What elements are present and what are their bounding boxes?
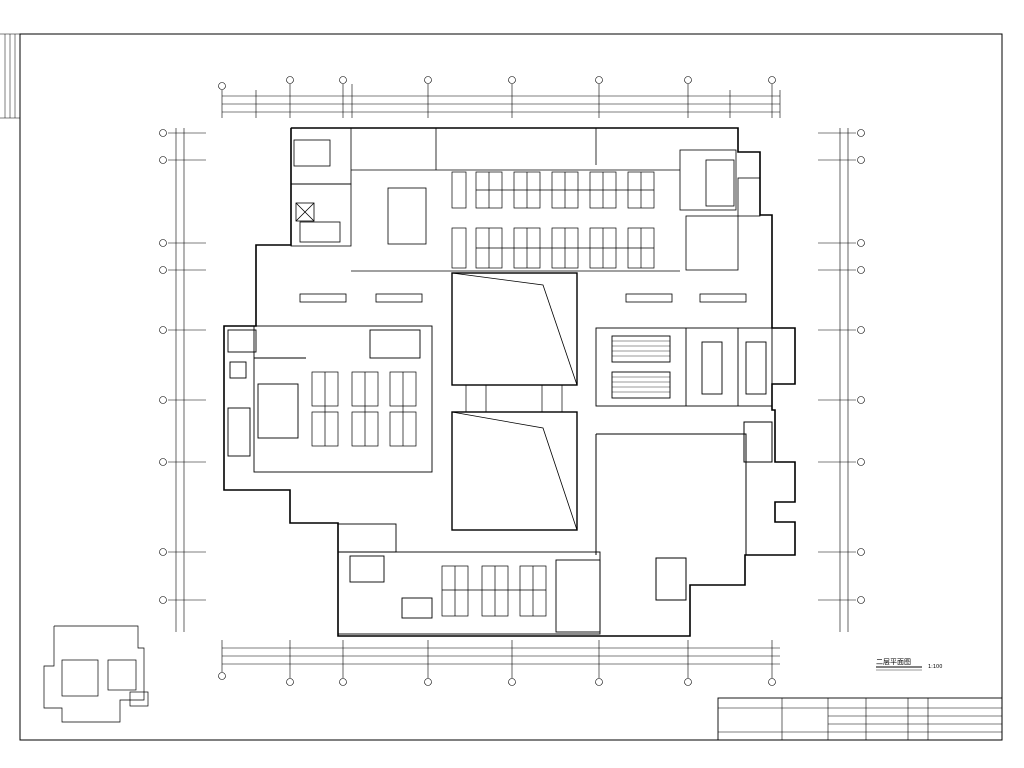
central-voids [451, 272, 578, 531]
drawing-title: 二层平面图 1:100 [876, 658, 942, 671]
top-grid-bubbles [218, 76, 776, 90]
left-office-block [227, 325, 433, 473]
bottom-dimension-lines [221, 640, 780, 678]
auditorium-seats [612, 340, 670, 393]
top-office-block [290, 127, 761, 272]
sheet-border [0, 33, 1003, 741]
drawing-scale-text: 1:100 [928, 664, 942, 670]
key-plan [43, 625, 149, 723]
large-hall [595, 421, 773, 601]
right-grid-bubbles [857, 129, 865, 604]
workstations-bottom [441, 565, 547, 617]
workstations-left [311, 371, 417, 447]
right-dimension-lines [818, 128, 856, 632]
bottom-grid-bubbles [218, 672, 776, 686]
bottom-office-block [337, 523, 601, 635]
building-outline [223, 127, 796, 637]
top-dimension-lines [221, 84, 781, 118]
title-block [717, 697, 1003, 741]
workstations-top [451, 171, 655, 269]
left-grid-bubbles [159, 129, 167, 604]
right-meeting-block [595, 327, 773, 407]
drawing-title-text: 二层平面图 [876, 658, 911, 666]
left-dimension-lines [168, 128, 206, 632]
corridor-benches [299, 293, 747, 303]
